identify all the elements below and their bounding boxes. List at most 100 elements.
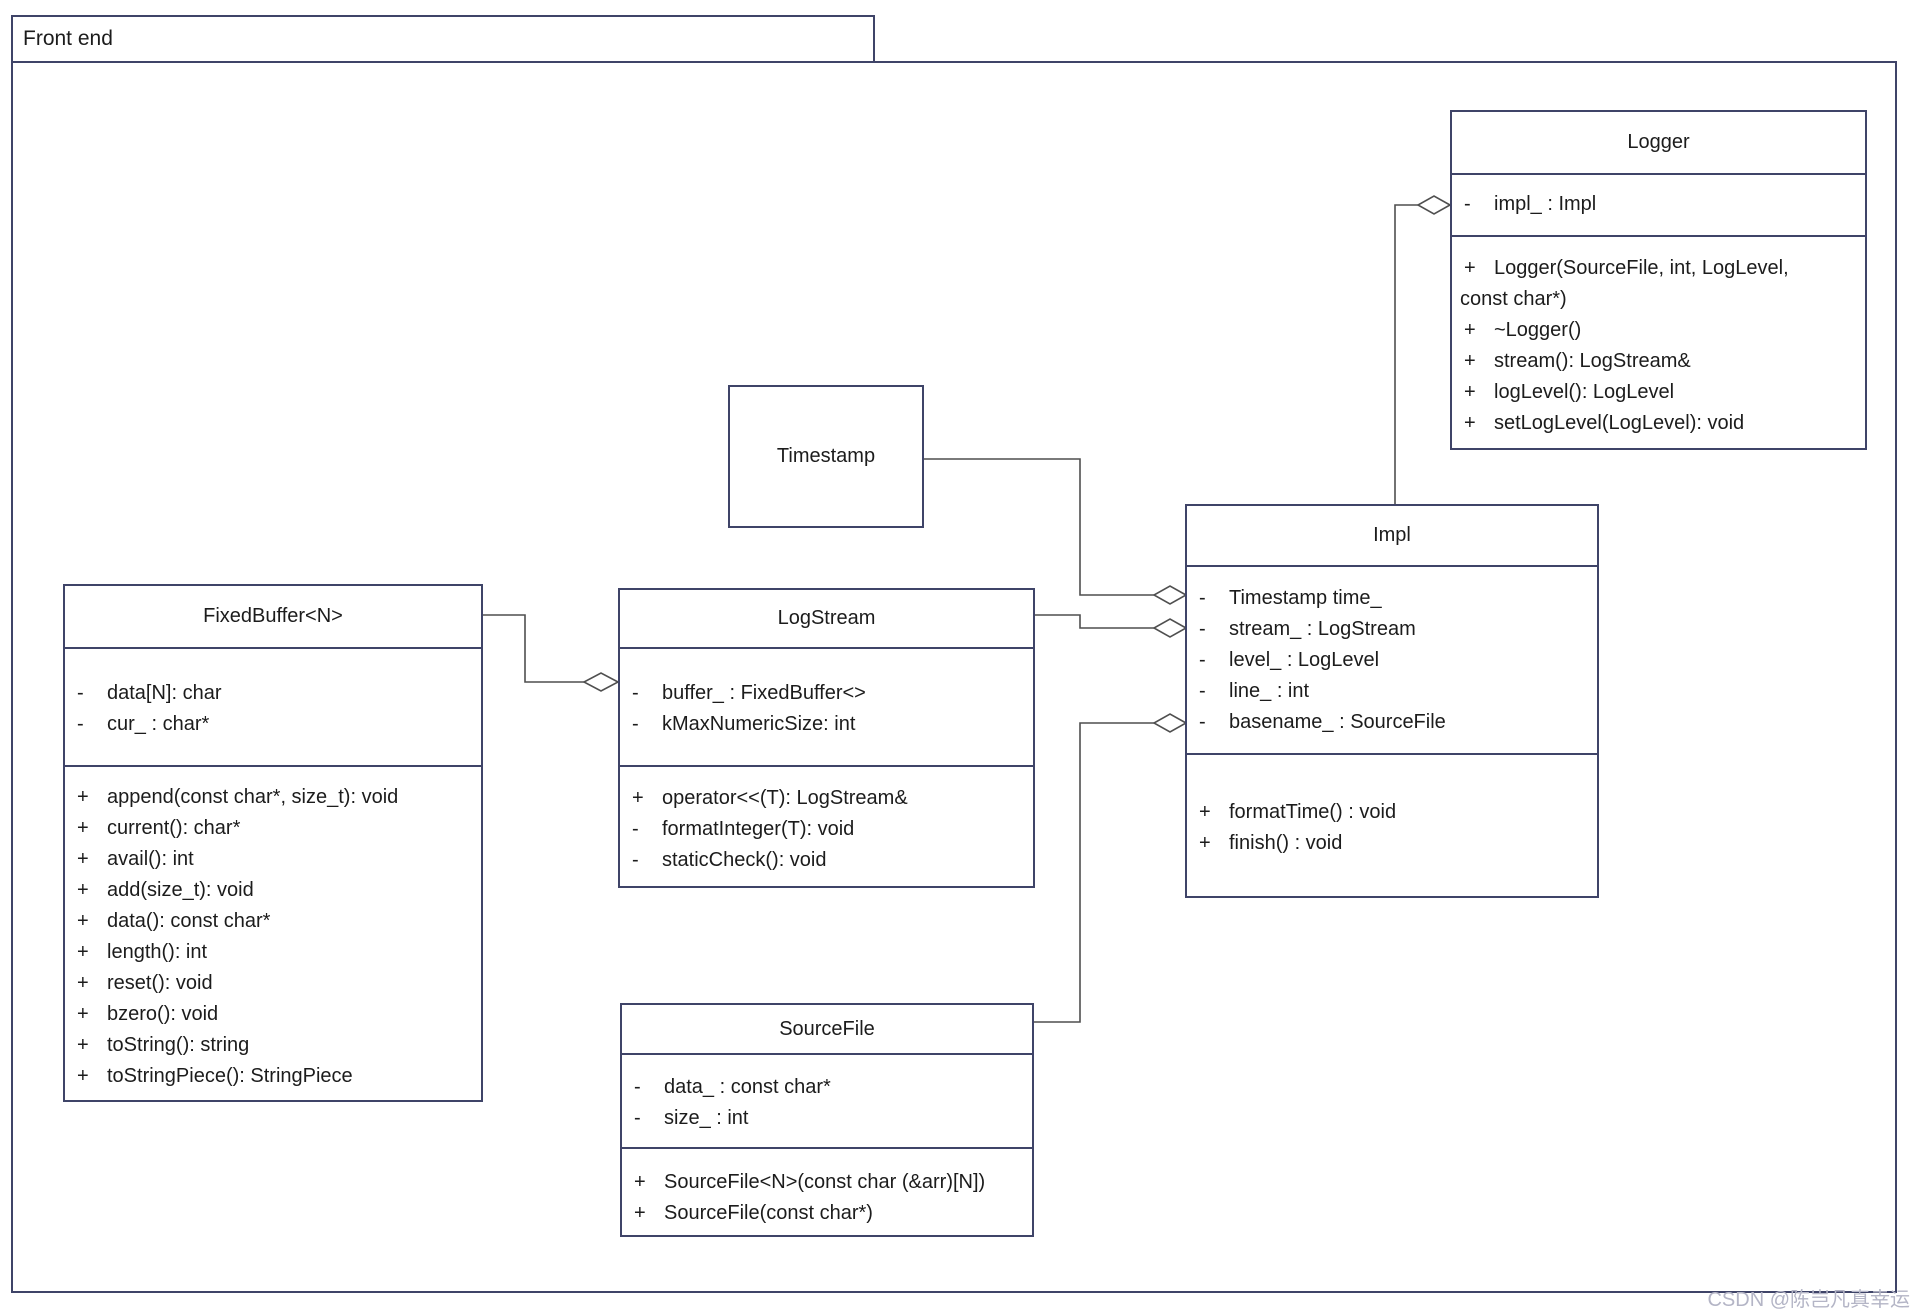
- visibility-sign: +: [77, 941, 89, 963]
- member-row: +data(): const char*: [65, 906, 481, 937]
- member-text: staticCheck(): void: [662, 849, 827, 871]
- visibility-sign: -: [1464, 193, 1471, 215]
- member-row: + append(const char*, size_t): void: [65, 782, 481, 813]
- member-row: -kMaxNumericSize: int: [620, 709, 1033, 740]
- member-text: stream(): LogStream&: [1494, 350, 1691, 372]
- member-text: current(): char*: [107, 817, 241, 839]
- member-row: - staticCheck(): void: [620, 845, 1033, 876]
- member-text: data[N]: char: [107, 682, 222, 704]
- visibility-sign: +: [1199, 801, 1211, 823]
- member-row: +reset(): void: [65, 968, 481, 999]
- member-text: length(): int: [107, 941, 208, 963]
- member-text: data_ : const char*: [664, 1076, 831, 1098]
- methods-compartment: +Logger(SourceFile, int, LogLevel, const …: [1452, 235, 1865, 448]
- visibility-sign: +: [77, 1003, 89, 1025]
- class-title: SourceFile: [779, 1017, 875, 1040]
- visibility-sign: +: [77, 786, 89, 808]
- member-text: ~Logger(): [1494, 319, 1582, 341]
- visibility-sign: -: [77, 682, 84, 704]
- member-row: +avail(): int: [65, 844, 481, 875]
- visibility-sign: +: [77, 1065, 89, 1087]
- member-row: -buffer_ : FixedBuffer<>: [620, 678, 1033, 709]
- visibility-sign: +: [1464, 350, 1476, 372]
- class-title: LogStream: [777, 607, 876, 629]
- methods-compartment: + formatTime() : void+ finish() : void: [1187, 753, 1597, 896]
- member-row: + SourceFile<N>(const char (&arr)[N]): [622, 1167, 1032, 1198]
- visibility-sign: +: [1464, 319, 1476, 341]
- member-row: -Timestamp time_: [1187, 583, 1597, 614]
- member-text: stream_ : LogStream: [1229, 618, 1416, 640]
- methods-compartment: +operator<<(T): LogStream&-formatInteger…: [620, 765, 1033, 886]
- attributes-compartment: -impl_ : Impl: [1452, 173, 1865, 235]
- visibility-sign: +: [77, 972, 89, 994]
- class-sourcefile: SourceFile - data_ : const char* -size_ : …: [620, 1003, 1034, 1237]
- package-tab: Front end: [11, 15, 875, 61]
- member-row: + SourceFile(const char*): [622, 1198, 1032, 1229]
- member-text: formatInteger(T): void: [662, 818, 855, 840]
- visibility-sign: +: [634, 1171, 646, 1193]
- class-title: Logger: [1627, 131, 1690, 153]
- member-text: append(const char*, size_t): void: [107, 786, 399, 808]
- visibility-sign: -: [634, 1076, 641, 1098]
- visibility-sign: +: [1464, 381, 1476, 403]
- visibility-sign: +: [634, 1202, 646, 1224]
- class-timestamp: Timestamp: [728, 385, 924, 528]
- member-row: + setLogLevel(LogLevel): void: [1452, 408, 1865, 439]
- member-text: buffer_ : FixedBuffer<>: [662, 682, 866, 704]
- class-fixedbuffer: FixedBuffer<N> - data[N]: char -cur_ : cha…: [63, 584, 483, 1102]
- member-text: add(size_t): void: [107, 879, 254, 901]
- class-title: FixedBuffer<N>: [203, 605, 343, 627]
- connector-sourcefile-impl: [1034, 722, 1154, 1023]
- class-logger: Logger -impl_ : Impl +Logger(SourceFile,…: [1450, 110, 1867, 450]
- visibility-sign: -: [632, 713, 639, 735]
- member-text: data(): const char*: [107, 910, 271, 932]
- visibility-sign: +: [1464, 412, 1476, 434]
- member-row: + stream(): LogStream&: [1452, 346, 1865, 377]
- visibility-sign: -: [1199, 587, 1206, 609]
- member-row: -line_ : int: [1187, 676, 1597, 707]
- connector-logstream-impl: [1035, 614, 1154, 629]
- member-row: + bzero(): void: [65, 999, 481, 1030]
- class-impl: Impl -Timestamp time_-stream_ : LogStrea…: [1185, 504, 1599, 898]
- visibility-sign: +: [632, 787, 644, 809]
- member-row: -cur_ : char*: [65, 709, 481, 740]
- aggregation-diamond-impl-logstream: [1152, 618, 1188, 638]
- attributes-compartment: -buffer_ : FixedBuffer<>-kMaxNumericSize…: [620, 647, 1033, 765]
- member-text: const char*): [1460, 288, 1567, 310]
- member-text: line_ : int: [1229, 680, 1310, 702]
- aggregation-diamond-logger: [1416, 195, 1452, 215]
- member-text: logLevel(): LogLevel: [1494, 381, 1675, 403]
- member-text: toString(): string: [107, 1034, 250, 1056]
- visibility-sign: +: [77, 1034, 89, 1056]
- visibility-sign: -: [1199, 618, 1206, 640]
- member-row: +current(): char*: [65, 813, 481, 844]
- member-row: + formatTime() : void: [1187, 797, 1597, 828]
- member-row: const char*): [1452, 284, 1865, 315]
- member-row: -size_ : int: [622, 1103, 1032, 1134]
- member-text: SourceFile<N>(const char (&arr)[N]): [664, 1171, 986, 1193]
- member-text: SourceFile(const char*): [664, 1202, 873, 1224]
- member-text: bzero(): void: [107, 1003, 219, 1025]
- visibility-sign: +: [77, 879, 89, 901]
- visibility-sign: -: [632, 849, 639, 871]
- class-logstream: LogStream -buffer_ : FixedBuffer<>-kMaxN…: [618, 588, 1035, 888]
- visibility-sign: -: [634, 1107, 641, 1129]
- methods-compartment: +append(const char*, size_t): void+curre…: [65, 765, 481, 1100]
- member-row: + toStringPiece(): StringPiece: [65, 1061, 481, 1092]
- watermark: CSDN @陈岂凡真幸运: [1707, 1289, 1910, 1311]
- connector-impl-logger: [1394, 204, 1418, 504]
- member-text: formatTime() : void: [1229, 801, 1397, 823]
- member-row: +Logger(SourceFile, int, LogLevel,: [1452, 253, 1865, 284]
- member-row: + add(size_t): void: [65, 875, 481, 906]
- member-row: -level_ : LogLevel: [1187, 645, 1597, 676]
- member-row: - data[N]: char: [65, 678, 481, 709]
- connector-timestamp-impl: [924, 458, 1154, 596]
- member-text: setLogLevel(LogLevel): void: [1494, 412, 1745, 434]
- member-text: toStringPiece(): StringPiece: [107, 1065, 353, 1087]
- attributes-compartment: -Timestamp time_-stream_ : LogStream-lev…: [1187, 565, 1597, 753]
- class-title: Timestamp: [776, 445, 876, 467]
- member-row: - stream_ : LogStream: [1187, 614, 1597, 645]
- member-text: finish() : void: [1229, 832, 1343, 854]
- package-label: Front end: [23, 27, 113, 50]
- aggregation-diamond-impl-timestamp: [1152, 585, 1188, 605]
